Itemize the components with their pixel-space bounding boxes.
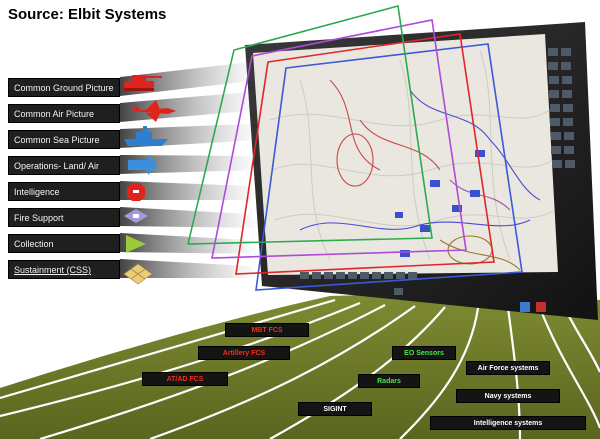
- layer-label-collection: Collection: [8, 234, 120, 253]
- system-at-ad-fcs: AT/AD FCS: [142, 372, 228, 386]
- octagon-icon: [127, 183, 145, 201]
- sustainment-suffix: (CSS): [64, 265, 92, 275]
- layer-plane-green: [186, 4, 433, 245]
- triangle-icon: [126, 235, 146, 253]
- ship-icon: [124, 126, 168, 146]
- layer-label-common-sea-picture: Common Sea Picture: [8, 130, 120, 149]
- layer-label-operations-land-air: Operations- Land/ Air: [8, 156, 120, 175]
- aircraft-icon: [130, 100, 176, 122]
- monitor-toolbar-right: [548, 48, 575, 168]
- sustainment-word: Sustainment: [14, 265, 65, 275]
- layer-label-common-ground-picture: Common Ground Picture: [8, 78, 120, 97]
- system-radars: Radars: [358, 374, 420, 388]
- grid-icon: [123, 263, 153, 285]
- system-mbt-fcs: MBT FCS: [225, 323, 309, 337]
- system-sigint: SIGINT: [298, 402, 372, 416]
- layer-plane-red: [235, 33, 495, 275]
- monitor-toolbar-bottom: [300, 272, 546, 312]
- source-caption: Source: Elbit Systems: [8, 6, 167, 23]
- layer-plane-purple: [211, 19, 467, 259]
- ground-fan: [0, 292, 600, 439]
- layer-label-common-air-picture: Common Air Picture: [8, 104, 120, 123]
- layer-label-intelligence: Intelligence: [8, 182, 120, 201]
- map-terrain: [269, 49, 556, 261]
- tank-icon: [124, 75, 162, 91]
- system-intelligence: Intelligence systems: [430, 416, 586, 430]
- system-artillery-fcs: Artillery FCS: [198, 346, 290, 360]
- system-navy: Navy systems: [456, 389, 560, 403]
- layer-label-fire-support: Fire Support: [8, 208, 120, 227]
- system-eo-sensors: EO Sensors: [392, 346, 456, 360]
- system-air-force: Air Force systems: [466, 361, 550, 375]
- arrow-icon: [128, 155, 158, 175]
- layer-plane-blue: [255, 43, 523, 291]
- square-icon: [124, 209, 148, 223]
- map-unit-symbols: [395, 150, 485, 257]
- layer-label-sustainment: Sustainment (CSS): [8, 260, 120, 279]
